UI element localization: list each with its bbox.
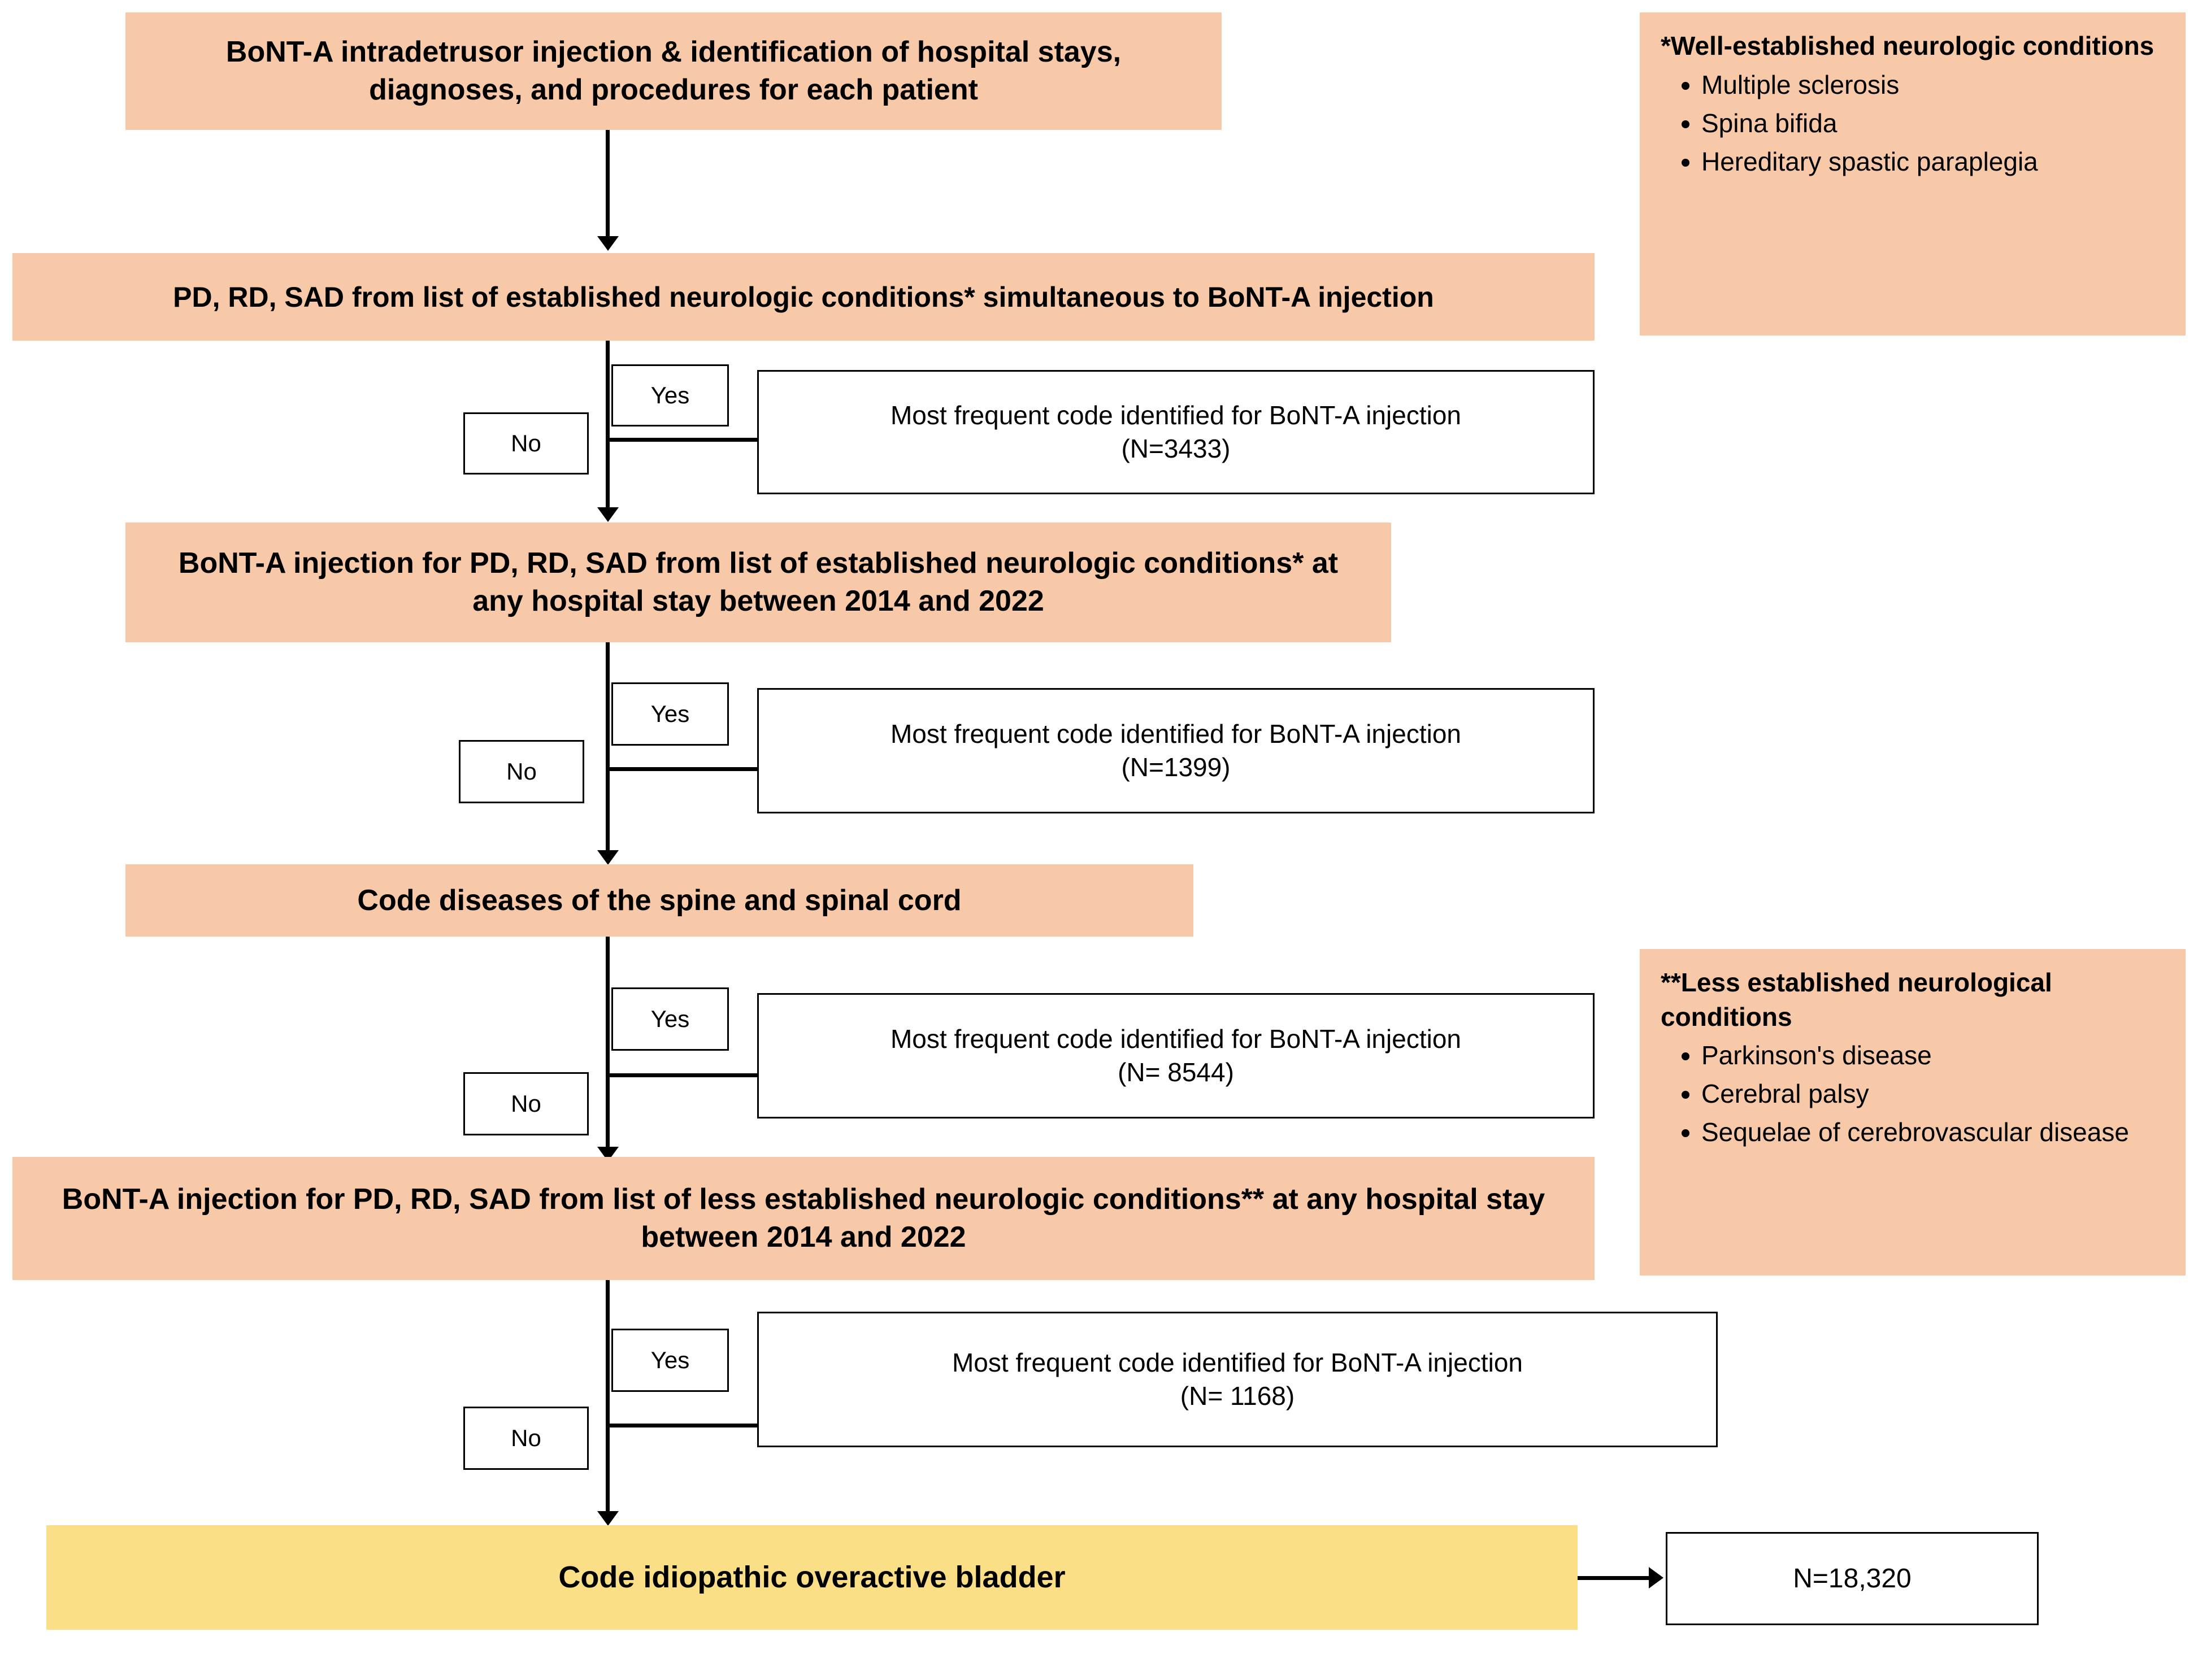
final-count-box: N=18,320 — [1666, 1532, 2039, 1625]
process-box-step5: BoNT-A injection for PD, RD, SAD from li… — [12, 1157, 1595, 1280]
list-item: Multiple sclerosis — [1701, 69, 2167, 102]
decision-label-yes-2: Yes — [611, 682, 729, 746]
process-box-step1: BoNT-A intradetrusor injection & identif… — [125, 12, 1222, 130]
connector-step2-yes — [606, 438, 759, 442]
process-box-step4: Code diseases of the spine and spinal co… — [125, 864, 1193, 937]
decision-label-no-2: No — [459, 740, 584, 803]
decision-label-yes-3: Yes — [611, 987, 729, 1051]
connector-step6-final — [1578, 1576, 1651, 1580]
outcome-box-3: Most frequent code identified for BoNT-A… — [757, 993, 1595, 1118]
arrowhead-step5-step6 — [597, 1511, 619, 1526]
list-item: Cerebral palsy — [1701, 1078, 2167, 1111]
note-less-established: **Less established neurological conditio… — [1640, 949, 2186, 1276]
connector-step5-down — [606, 1280, 610, 1517]
connector-step3-yes — [606, 767, 759, 771]
arrowhead-step6-final — [1649, 1567, 1663, 1588]
process-box-step3: BoNT-A injection for PD, RD, SAD from li… — [125, 523, 1391, 642]
arrowhead-step2-step3 — [597, 507, 619, 522]
connector-step4-yes — [606, 1073, 759, 1077]
decision-label-no-1: No — [463, 412, 589, 475]
arrowhead-step1-step2 — [597, 236, 619, 251]
outcome-box-2: Most frequent code identified for BoNT-A… — [757, 688, 1595, 813]
decision-label-yes-4: Yes — [611, 1329, 729, 1392]
outcome-box-1: Most frequent code identified for BoNT-A… — [757, 370, 1595, 494]
connector-step4-down — [606, 937, 610, 1154]
connector-step1-step2 — [606, 130, 610, 240]
connector-step5-yes — [606, 1424, 759, 1427]
note-well-established: *Well-established neurologic conditions … — [1640, 12, 2186, 336]
note-less-established-title: **Less established neurological conditio… — [1661, 968, 2052, 1031]
list-item: Spina bifida — [1701, 107, 2167, 140]
list-item: Parkinson's disease — [1701, 1039, 2167, 1072]
decision-label-yes-1: Yes — [611, 364, 729, 426]
list-item: Sequelae of cerebrovascular disease — [1701, 1116, 2167, 1149]
note-well-established-title: *Well-established neurologic conditions — [1661, 31, 2154, 60]
process-box-step6: Code idiopathic overactive bladder — [46, 1525, 1578, 1630]
list-item: Hereditary spastic paraplegia — [1701, 146, 2167, 179]
outcome-box-4: Most frequent code identified for BoNT-A… — [757, 1312, 1718, 1447]
note-less-established-list: Parkinson's disease Cerebral palsy Seque… — [1661, 1039, 2167, 1149]
note-well-established-list: Multiple sclerosis Spina bifida Heredita… — [1661, 69, 2167, 179]
connector-step3-down — [606, 642, 610, 857]
decision-label-no-3: No — [463, 1072, 589, 1135]
arrowhead-step3-step4 — [597, 850, 619, 865]
process-box-step2: PD, RD, SAD from list of established neu… — [12, 253, 1595, 341]
connector-step2-down — [606, 341, 610, 513]
decision-label-no-4: No — [463, 1407, 589, 1470]
